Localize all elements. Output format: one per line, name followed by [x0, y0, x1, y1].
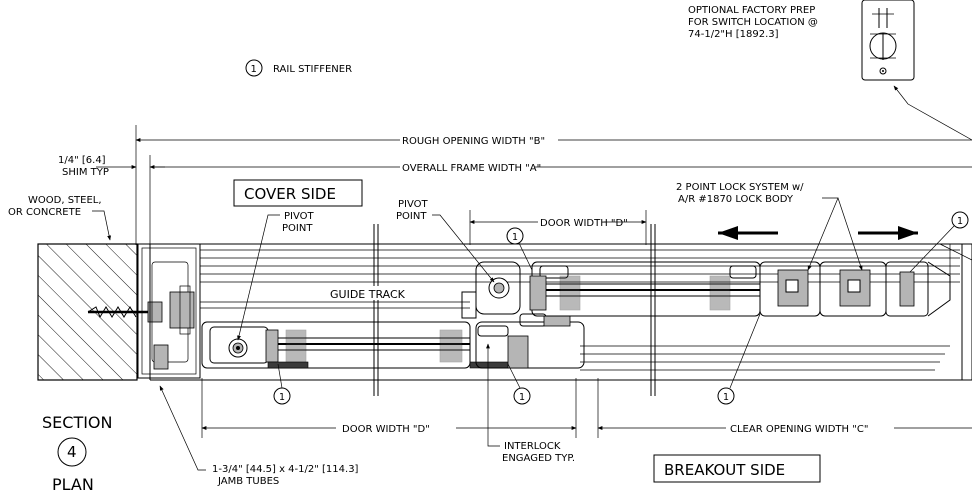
jamb-label-1: 1-3/4" [44.5] x 4-1/2" [114.3]: [212, 464, 359, 475]
pivot-left-label-1: PIVOT: [284, 211, 315, 222]
plan-label: PLAN: [52, 475, 94, 494]
callout-num-c: 1: [519, 392, 525, 403]
optional-prep-text-3: 74-1/2"H [1892.3]: [688, 29, 779, 40]
frame-track-lines: [137, 243, 972, 381]
rail-stiffener-num: 1: [251, 64, 257, 75]
right-door-panel: [529, 261, 761, 317]
pivot-mid-label-1: PIVOT: [398, 199, 429, 210]
callout-num-b: 1: [512, 232, 518, 243]
overall-frame-label: OVERALL FRAME WIDTH "A": [402, 163, 541, 174]
wall-label-2: OR CONCRETE: [8, 207, 81, 218]
optional-prep-text-1: OPTIONAL FACTORY PREP: [688, 5, 815, 16]
pivot-left-label-2: POINT: [282, 223, 313, 234]
interlock-assembly: [461, 261, 585, 369]
pivot-mid-label-2: POINT: [396, 211, 427, 222]
lock-bodies: [759, 243, 972, 381]
stiffener-marks: [373, 224, 656, 396]
breakout-side-box: [653, 454, 821, 483]
clear-opening-label: CLEAR OPENING WIDTH "C": [730, 424, 868, 435]
dimension-lines-bottom: [201, 378, 972, 438]
cover-side-box: [233, 179, 363, 207]
lock-label-2: A/R #1870 LOCK BODY: [678, 194, 794, 205]
callout-num-a: 1: [279, 392, 285, 403]
guide-track-label: GUIDE TRACK: [330, 288, 406, 301]
door-width-bottom-label: DOOR WIDTH "D": [342, 424, 430, 435]
jamb-tubes: [137, 243, 201, 379]
breakout-side-label: BREAKOUT SIDE: [664, 461, 785, 479]
door-width-top-label: DOOR WIDTH "D": [540, 218, 628, 229]
shim-label-1: 1/4" [6.4]: [58, 155, 106, 166]
optional-prep-text-2: FOR SWITCH LOCATION @: [688, 17, 818, 28]
interlock-label-2: ENGAGED TYP.: [502, 453, 575, 464]
interlock-label-1: INTERLOCK: [504, 441, 561, 452]
section-label: SECTION: [42, 413, 113, 432]
wall-label-1: WOOD, STEEL,: [28, 195, 102, 206]
rough-opening-label: ROUGH OPENING WIDTH "B": [402, 136, 545, 147]
shim-label-2: SHIM TYP: [62, 167, 109, 178]
jamb-label-2: JAMB TUBES: [217, 476, 279, 487]
stiffener-callouts: [273, 211, 969, 405]
sliding-direction-arrows: [718, 226, 918, 240]
section-number: 4: [67, 443, 77, 461]
rail-stiffener-label: RAIL STIFFENER: [273, 64, 352, 75]
left-door-panel: [201, 321, 511, 369]
switch-prep-plate: [861, 0, 972, 141]
section-number-circle: [57, 437, 87, 467]
callout-num-e: 1: [957, 216, 963, 227]
cover-side-label: COVER SIDE: [244, 185, 336, 203]
rail-stiffener-callout: [245, 59, 263, 77]
lock-label-1: 2 POINT LOCK SYSTEM w/: [676, 182, 804, 193]
callout-num-d: 1: [723, 392, 729, 403]
